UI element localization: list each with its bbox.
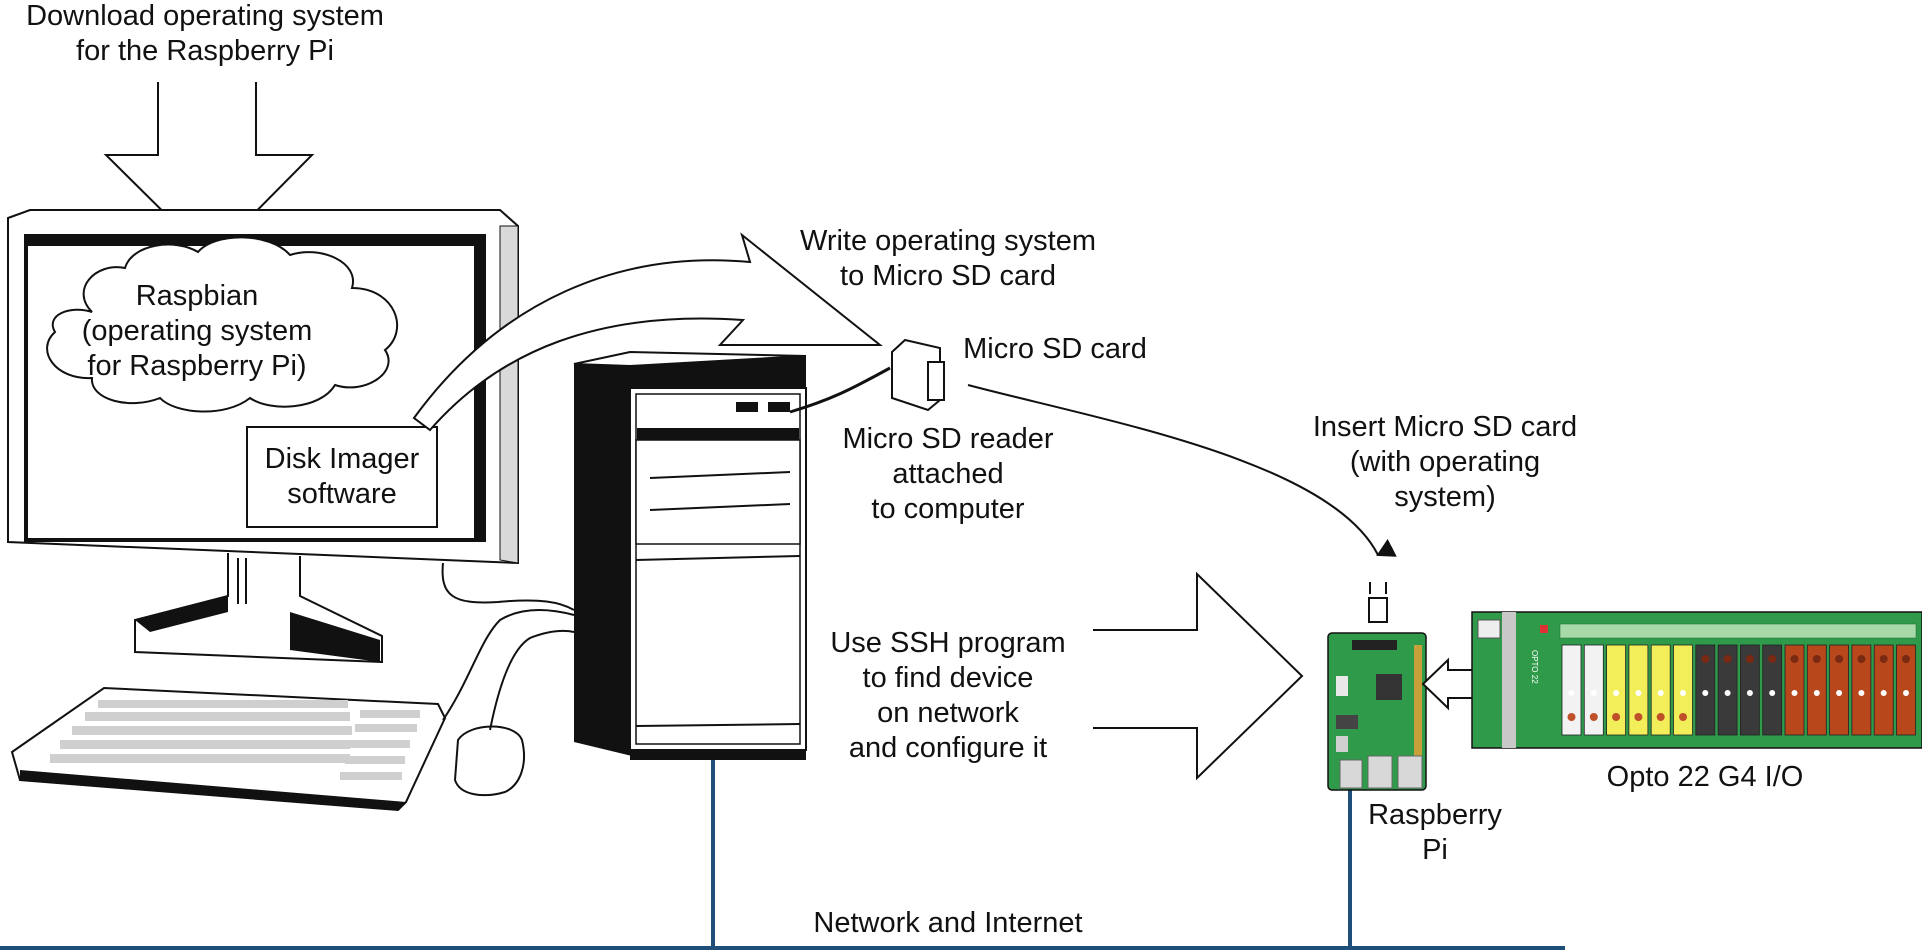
micro-sd-reader: [789, 338, 945, 414]
disk-imager-label-line2: software: [287, 478, 397, 510]
insert-arrow: [967, 384, 1397, 557]
raspbian-cloud: [46, 236, 398, 413]
io-module: [1673, 644, 1693, 736]
keyboard: [10, 686, 447, 812]
opto22-g4-rack: OPTO 22: [1471, 611, 1922, 749]
pi-label-line1: Raspberry: [1368, 799, 1502, 831]
labels: Download operating system for the Raspbe…: [26, 0, 1803, 939]
ssh-label-line2: to find device: [863, 662, 1034, 694]
disk-imager-box: [246, 426, 438, 528]
io-module: [1762, 644, 1783, 736]
write-label-line1: Write operating system: [800, 225, 1096, 257]
io-module: [1628, 644, 1649, 736]
micro-sd-card-label: Micro SD card: [963, 333, 1147, 365]
insert-label-line3: system): [1394, 481, 1496, 513]
opto-label: Opto 22 G4 I/O: [1607, 761, 1804, 793]
network-lines: [0, 760, 1565, 950]
io-modules: [1561, 644, 1916, 736]
rack-brand-text: OPTO 22: [1530, 650, 1539, 684]
pi-label-line2: Pi: [1422, 834, 1448, 866]
insert-label-line1: Insert Micro SD card: [1313, 411, 1577, 443]
ssh-label-line3: on network: [877, 697, 1019, 729]
sd-card-slot: [1368, 582, 1388, 623]
io-module: [1606, 644, 1626, 736]
download-label-line2: for the Raspberry Pi: [76, 35, 334, 67]
io-module: [1717, 644, 1738, 736]
raspbian-label-line1: Raspbian: [136, 280, 259, 312]
io-module: [1896, 644, 1916, 736]
raspbian-label-line2: (operating system: [82, 315, 313, 347]
raspberry-pi-board: [1327, 632, 1427, 791]
io-module: [1561, 644, 1582, 736]
raspbian-label-line3: for Raspberry Pi): [87, 350, 306, 382]
cables: [441, 562, 575, 731]
network-label: Network and Internet: [813, 907, 1082, 939]
write-arrow: [412, 232, 883, 432]
mouse: [453, 725, 525, 797]
ssh-arrow: [1093, 571, 1304, 781]
io-module: [1583, 644, 1604, 736]
io-module: [1650, 644, 1671, 736]
reader-label-line1: Micro SD reader: [842, 423, 1053, 455]
io-module: [1806, 644, 1827, 736]
reader-label-line3: to computer: [871, 493, 1024, 525]
io-module: [1784, 644, 1805, 736]
io-module: [1851, 644, 1872, 736]
tower-computer: [573, 350, 807, 760]
io-module: [1740, 644, 1760, 736]
io-module: [1873, 644, 1894, 736]
io-module: [1829, 644, 1849, 736]
ssh-label-line4: and configure it: [849, 732, 1047, 764]
reader-label-line2: attached: [892, 458, 1003, 490]
insert-label-line2: (with operating: [1350, 446, 1540, 478]
ssh-label-line1: Use SSH program: [830, 627, 1065, 659]
download-label-line1: Download operating system: [26, 0, 384, 32]
disk-imager-label-line1: Disk Imager: [265, 443, 420, 475]
write-label-line2: to Micro SD card: [840, 260, 1056, 292]
io-module: [1695, 644, 1716, 736]
